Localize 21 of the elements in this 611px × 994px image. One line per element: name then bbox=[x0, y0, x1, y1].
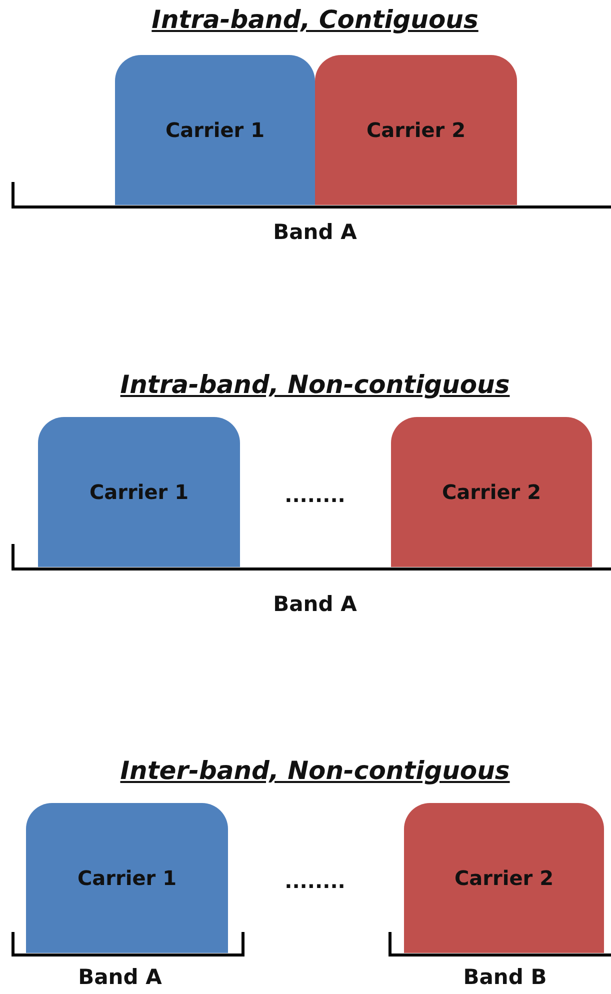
carrier-block bbox=[315, 55, 517, 205]
carrier-label: Carrier 2 bbox=[454, 866, 554, 890]
section-title: Intra-band, Non-contiguous bbox=[120, 370, 510, 399]
carrier-block bbox=[26, 803, 228, 953]
band-label: Band A bbox=[273, 220, 357, 244]
carrier-label: Carrier 1 bbox=[89, 480, 189, 504]
carrier-block bbox=[115, 55, 315, 205]
carrier-block bbox=[38, 417, 240, 567]
carrier-label: Carrier 1 bbox=[165, 118, 265, 142]
section-title: Inter-band, Non-contiguous bbox=[120, 756, 510, 785]
section-title: Intra-band, Contiguous bbox=[152, 5, 478, 34]
ellipsis-dots: ........ bbox=[284, 869, 346, 893]
band-label: Band A bbox=[273, 592, 357, 616]
band-label: Band B bbox=[463, 965, 547, 989]
ellipsis-dots: ........ bbox=[284, 483, 346, 507]
band-label: Band A bbox=[78, 965, 162, 989]
carrier-label: Carrier 2 bbox=[442, 480, 542, 504]
carrier-label: Carrier 1 bbox=[77, 866, 177, 890]
carrier-block bbox=[404, 803, 604, 953]
carrier-label: Carrier 2 bbox=[366, 118, 466, 142]
carrier-block bbox=[391, 417, 592, 567]
